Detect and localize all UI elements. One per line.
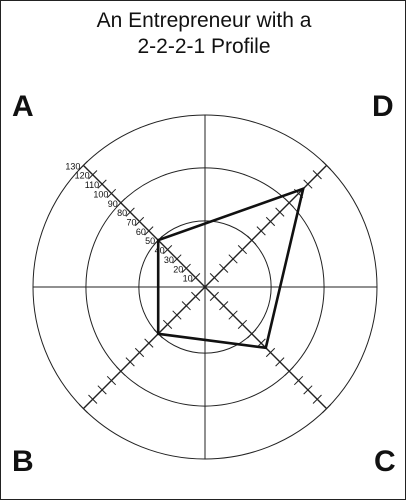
axis-tick-c-80 [275, 357, 285, 367]
axis-tick-a-80 [125, 207, 135, 217]
axis-tick-d-90 [284, 198, 294, 208]
axis-tick-a-20 [181, 263, 191, 273]
axis-tick-d-120 [312, 170, 322, 180]
profile-point-d [302, 187, 305, 190]
tick-label-110: 110 [85, 180, 99, 190]
quadrant-label-a: A [12, 90, 34, 123]
axis-tick-d-50 [247, 235, 257, 245]
axis-tick-c-20 [219, 301, 229, 311]
axis-tick-c-70 [265, 347, 276, 358]
axis-tick-b-80 [125, 357, 135, 367]
tick-label-70: 70 [126, 218, 136, 228]
axis-tick-a-70 [134, 216, 145, 227]
profile-point-b [157, 332, 160, 335]
axis-tick-b-60 [144, 338, 154, 348]
axis-tick-d-20 [219, 263, 229, 273]
tick-label-90: 90 [108, 199, 118, 209]
axis-tick-b-70 [134, 347, 145, 358]
axis-tick-b-100 [106, 375, 117, 386]
axis-tick-d-110 [303, 179, 313, 189]
tick-label-100: 100 [93, 189, 108, 199]
quadrant-label-d: D [372, 90, 394, 123]
axis-tick-a-10 [191, 273, 201, 283]
axis-tick-a-130 [78, 160, 88, 170]
profile-point-c [264, 346, 267, 349]
axis-tick-b-40 [162, 319, 173, 330]
axis-tick-d-70 [265, 216, 276, 227]
axis-tick-b-30 [172, 310, 182, 320]
tick-label-20: 20 [173, 264, 183, 274]
axis-tick-c-90 [284, 366, 294, 376]
axis-tick-c-120 [312, 394, 322, 404]
axis-tick-c-110 [303, 385, 313, 395]
axis-tick-c-30 [228, 310, 238, 320]
tick-label-60: 60 [136, 227, 146, 237]
axis-tick-b-20 [181, 301, 191, 311]
tick-label-30: 30 [164, 255, 174, 265]
tick-label-40: 40 [155, 246, 165, 256]
axis-tick-d-80 [275, 207, 285, 217]
tick-label-10: 10 [183, 274, 193, 284]
chart-title: An Entrepreneur with a 2-2-2-1 Profile [0, 8, 408, 60]
axis-tick-d-40 [237, 244, 248, 255]
axis-tick-d-10 [209, 273, 219, 283]
axis-tick-a-110 [97, 179, 107, 189]
axis-tick-c-10 [209, 291, 219, 301]
axis-tick-d-60 [256, 226, 266, 236]
axis-tick-a-100 [106, 188, 117, 199]
axis-tick-a-120 [88, 170, 98, 180]
axis-tick-b-130 [78, 404, 88, 414]
axis-tick-d-30 [228, 254, 238, 264]
axis-tick-b-10 [191, 291, 201, 301]
tick-label-50: 50 [145, 236, 155, 246]
axis-tick-b-110 [97, 385, 107, 395]
axis-tick-a-40 [162, 244, 173, 255]
axis-tick-c-50 [247, 329, 257, 339]
chart-title-line1: An Entrepreneur with a [96, 9, 312, 32]
quadrant-label-b: B [12, 445, 34, 478]
tick-label-120: 120 [75, 171, 90, 181]
axis-tick-c-130 [322, 404, 332, 414]
profile-point-a [157, 239, 160, 242]
axis-tick-a-30 [172, 254, 182, 264]
axis-tick-c-40 [237, 319, 248, 330]
tick-label-80: 80 [117, 208, 127, 218]
axis-tick-d-130 [322, 160, 332, 170]
quadrant-label-c: C [374, 445, 396, 478]
axis-diagonal-b-d [82, 164, 328, 410]
axis-tick-a-90 [116, 198, 126, 208]
axis-tick-b-90 [116, 366, 126, 376]
axis-tick-c-100 [293, 375, 304, 386]
axis-tick-a-60 [144, 226, 154, 236]
tick-label-130: 130 [65, 161, 80, 171]
chart-title-line2: 2-2-2-1 Profile [137, 35, 271, 58]
axis-tick-b-120 [88, 394, 98, 404]
